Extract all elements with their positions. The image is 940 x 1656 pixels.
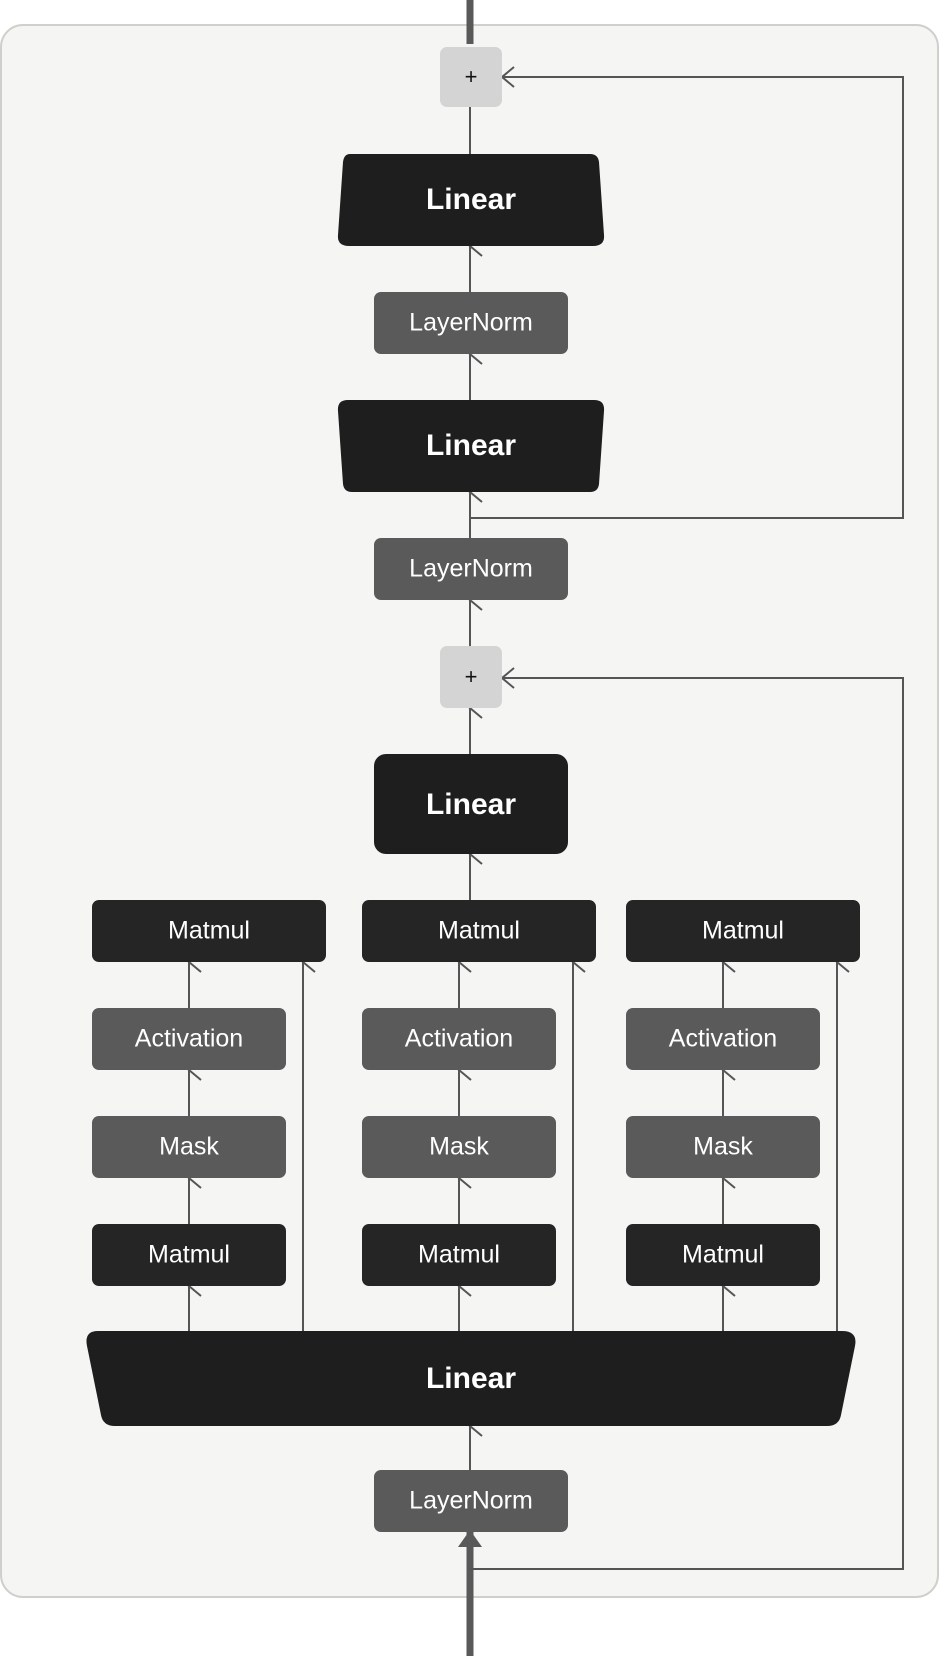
head-1-activation-label: Activation [135, 1025, 243, 1053]
attention-head-1: Matmul Activation Mask Matmul [92, 900, 326, 1286]
attention-head-3: Matmul Activation Mask Matmul [626, 900, 860, 1286]
head-1-matmul-in-label: Matmul [148, 1241, 230, 1269]
layernorm-node-mid: LayerNorm [374, 538, 568, 600]
residual-connection-mlp [470, 66, 904, 519]
head-3-matmul-out: Matmul [626, 900, 860, 962]
layernorm-node-top: LayerNorm [374, 292, 568, 354]
head-2-matmul-in: Matmul [362, 1224, 556, 1286]
linear-node-qkv-label: Linear [426, 1362, 516, 1395]
add-node-top: + [440, 47, 502, 107]
residual-connection-attention [470, 667, 904, 1570]
head-1-matmul-out-label: Matmul [168, 917, 250, 945]
layernorm-node-mid-label: LayerNorm [409, 555, 533, 583]
add-node-mid-label: + [465, 664, 478, 689]
head-1-matmul-in: Matmul [92, 1224, 286, 1286]
linear-node-top-label: Linear [426, 183, 516, 216]
head-1-mask: Mask [92, 1116, 286, 1178]
head-1-activation: Activation [92, 1008, 286, 1070]
layernorm-node-top-label: LayerNorm [409, 309, 533, 337]
head-3-matmul-in-label: Matmul [682, 1241, 764, 1269]
layernorm-node-bottom: LayerNorm [374, 1470, 568, 1532]
head-3-matmul-in: Matmul [626, 1224, 820, 1286]
head-2-matmul-out-label: Matmul [438, 917, 520, 945]
linear-node-mid: Linear [337, 400, 605, 492]
head-3-activation-label: Activation [669, 1025, 777, 1053]
head-2-mask-label: Mask [429, 1133, 489, 1161]
head-1-mask-label: Mask [159, 1133, 219, 1161]
input-arrow-head [458, 1530, 482, 1547]
layernorm-node-bottom-label: LayerNorm [409, 1487, 533, 1515]
head-3-mask-label: Mask [693, 1133, 753, 1161]
linear-node-mid-label: Linear [426, 429, 516, 462]
linear-node-qkv: Linear [86, 1331, 856, 1426]
head-1-connectors [187, 951, 316, 1331]
attention-head-2: Matmul Activation Mask Matmul [362, 900, 596, 1286]
head-3-connectors [721, 951, 850, 1331]
head-3-mask: Mask [626, 1116, 820, 1178]
head-3-activation: Activation [626, 1008, 820, 1070]
head-2-activation-label: Activation [405, 1025, 513, 1053]
head-2-connectors [457, 951, 586, 1331]
linear-node-attention-out: Linear [374, 754, 568, 854]
head-1-matmul-out: Matmul [92, 900, 326, 962]
head-3-matmul-out-label: Matmul [702, 917, 784, 945]
head-2-matmul-out: Matmul [362, 900, 596, 962]
add-node-top-label: + [465, 64, 478, 89]
linear-node-attention-out-label: Linear [426, 788, 516, 821]
head-2-matmul-in-label: Matmul [418, 1241, 500, 1269]
head-2-mask: Mask [362, 1116, 556, 1178]
head-2-activation: Activation [362, 1008, 556, 1070]
add-node-mid: + [440, 646, 502, 708]
linear-node-top: Linear [337, 154, 605, 246]
